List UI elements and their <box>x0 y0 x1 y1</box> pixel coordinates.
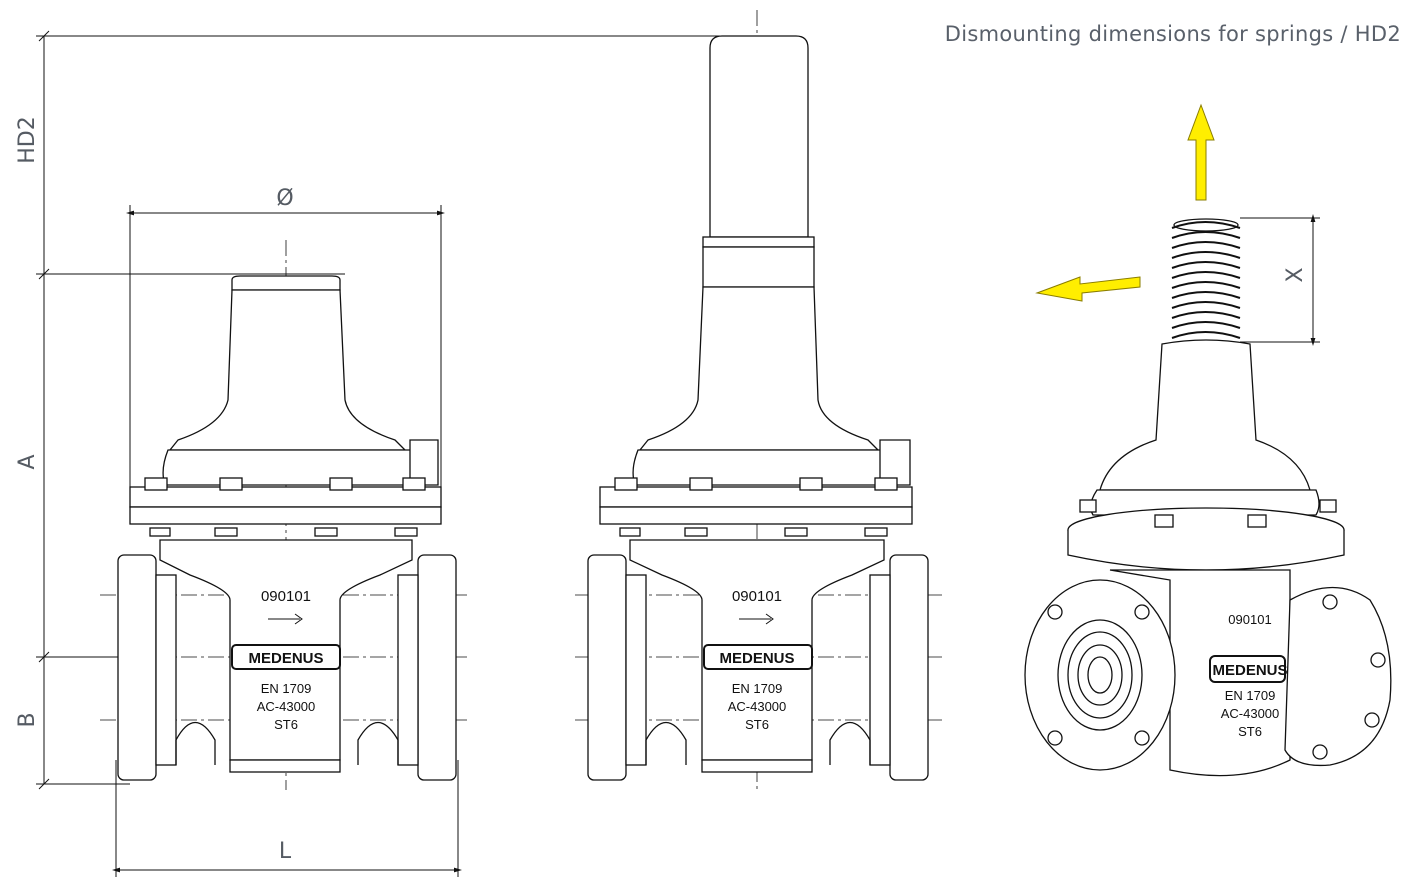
valve-perspective-serial: 090101 <box>1228 612 1271 627</box>
valve-extended-standard: EN 1709 <box>732 681 783 696</box>
valve-front-brand: MEDENUS <box>248 650 323 667</box>
valve-perspective-brand: MEDENUS <box>1212 662 1287 679</box>
dim-b: B <box>15 712 40 727</box>
slide-left-arrow-icon <box>1035 276 1141 302</box>
valve-front-serial: 090101 <box>261 588 311 605</box>
dim-b-label: B <box>15 712 40 727</box>
spring-icon <box>1171 218 1241 344</box>
diagram-caption: Dismounting dimensions for springs / HD2 <box>944 22 1401 46</box>
dim-l-label: L <box>279 839 292 864</box>
dim-hd2-label: HD2 <box>15 116 40 163</box>
valve-perspective-standard: EN 1709 <box>1225 688 1276 703</box>
valve-front-standard: EN 1709 <box>261 681 312 696</box>
flow-arrow-icon <box>739 613 774 625</box>
dim-l <box>112 760 462 877</box>
flow-arrow-icon <box>268 613 303 625</box>
valve-perspective-class: ST6 <box>1238 724 1262 739</box>
valve-extended-serial: 090101 <box>732 588 782 605</box>
valve-extended-brand: MEDENUS <box>719 650 794 667</box>
valve-extended-approval: AC-43000 <box>728 699 787 714</box>
dim-diameter <box>126 205 445 505</box>
valve-front-class: ST6 <box>274 717 298 732</box>
dim-x <box>1240 214 1320 346</box>
lift-up-arrow-icon <box>1187 103 1215 201</box>
dim-diameter-label: Ø <box>276 186 293 211</box>
valve-front-view <box>100 240 470 790</box>
dim-a: A <box>15 454 40 469</box>
dim-x-label: X <box>1283 267 1308 282</box>
left-dimension-lines <box>36 30 757 790</box>
dim-a-label: A <box>15 454 40 469</box>
valve-extended-view <box>575 10 945 790</box>
valve-perspective-approval: AC-43000 <box>1221 706 1280 721</box>
valve-extended-class: ST6 <box>745 717 769 732</box>
valve-front-approval: AC-43000 <box>257 699 316 714</box>
dim-hd2: HD2 <box>15 116 40 163</box>
valve-perspective-view <box>1024 218 1392 777</box>
